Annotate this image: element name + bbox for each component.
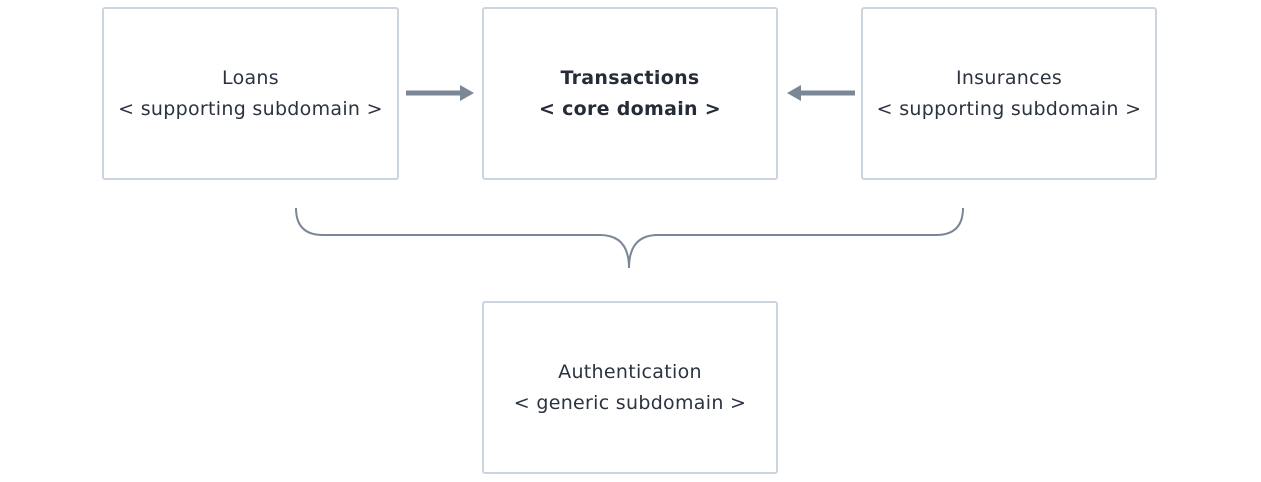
insurances-name: Insurances <box>955 66 1063 89</box>
loans-box: Loans < supporting subdomain > <box>102 7 399 180</box>
transactions-box: Transactions < core domain > <box>482 7 778 180</box>
authentication-name: Authentication <box>558 360 702 383</box>
transactions-name: Transactions <box>560 66 700 89</box>
group-brace <box>295 207 964 269</box>
arrow-insurances-to-transactions <box>787 85 855 101</box>
authentication-type: < generic subdomain > <box>513 391 747 414</box>
transactions-type: < core domain > <box>538 97 722 120</box>
authentication-box: Authentication < generic subdomain > <box>482 301 778 474</box>
insurances-type: < supporting subdomain > <box>876 97 1142 120</box>
loans-name: Loans <box>222 66 279 89</box>
insurances-box: Insurances < supporting subdomain > <box>861 7 1157 180</box>
arrow-loans-to-transactions <box>406 85 474 101</box>
loans-type: < supporting subdomain > <box>118 97 383 120</box>
